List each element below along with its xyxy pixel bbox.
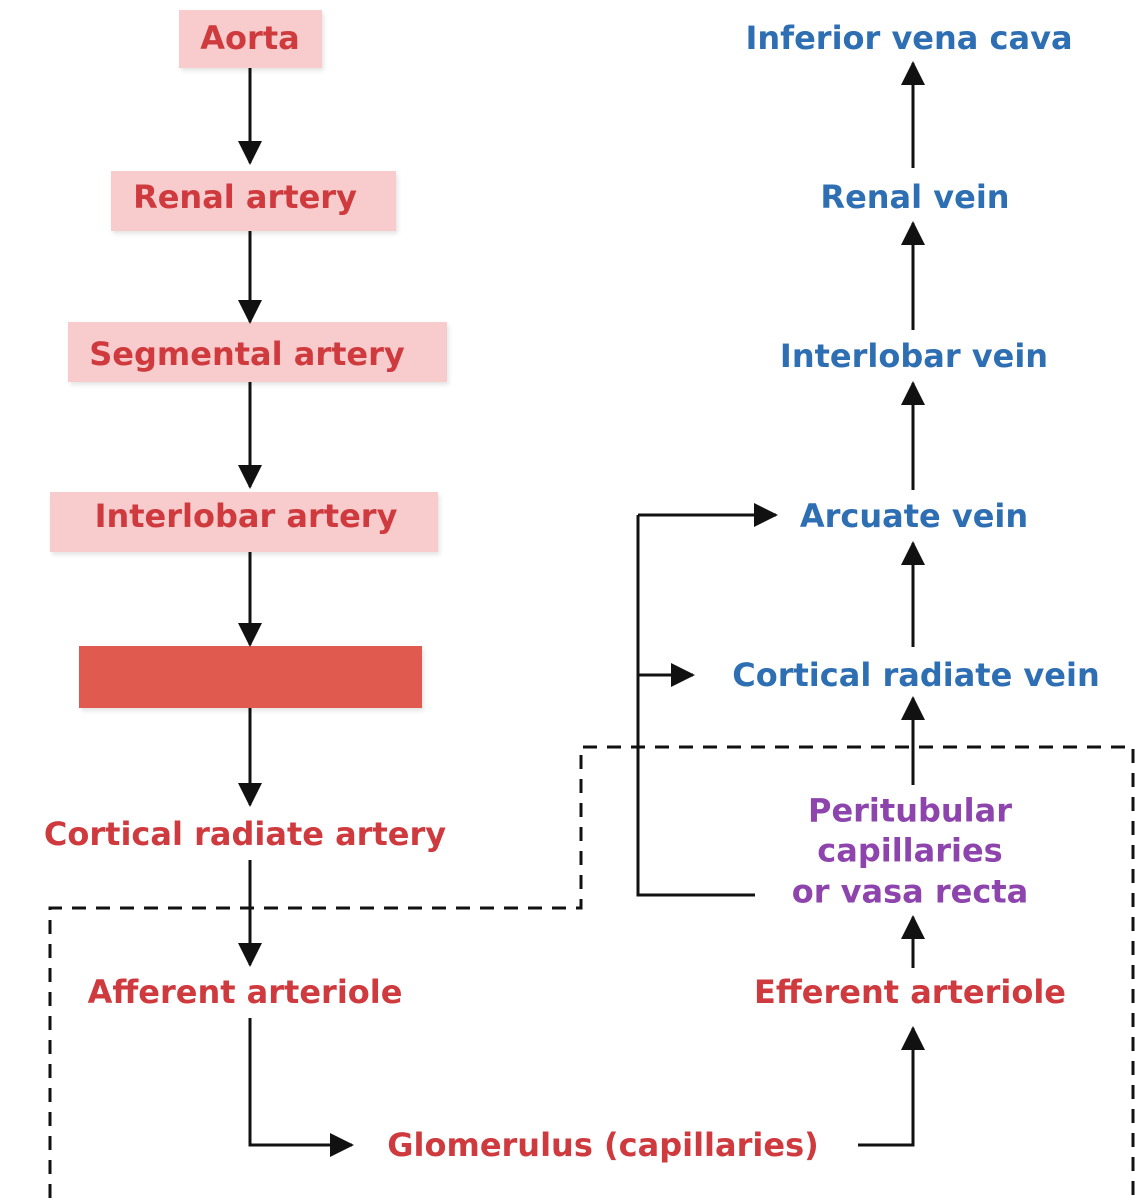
- peritubular-line-2: capillaries: [817, 831, 1003, 870]
- inferior-vena-cava-label: Inferior vena cava: [745, 19, 1073, 57]
- interlobar-artery-box: [50, 492, 438, 552]
- nephron-boundary: [48, 745, 1135, 1198]
- renal-vein-label: Renal vein: [820, 178, 1010, 216]
- segmental-artery-label: Segmental artery: [89, 335, 405, 373]
- branch-line: [636, 515, 755, 897]
- peritubular-line-3: or vasa recta: [791, 872, 1029, 911]
- cortical-radiate-vein-label: Cortical radiate vein: [732, 656, 1100, 694]
- interlobar-vein-label: Interlobar vein: [779, 337, 1049, 375]
- cortical-radiate-artery-label: Cortical radiate artery: [43, 815, 447, 853]
- renal-artery-box: [111, 171, 396, 231]
- arrow-afferent-to-glomerulus: [248, 1018, 354, 1157]
- arcuate-vein-label: Arcuate vein: [799, 497, 1029, 535]
- efferent-arteriole-label: Efferent arteriole: [754, 973, 1066, 1011]
- aorta-label: Aorta: [200, 19, 300, 57]
- arcuate-artery-box: [79, 646, 422, 708]
- segmental-artery-box: [68, 322, 447, 382]
- arrow-glomerulus-to-efferent: [858, 1026, 925, 1147]
- afferent-arteriole-label: Afferent arteriole: [87, 973, 403, 1011]
- interlobar-artery-label: Interlobar artery: [94, 497, 398, 535]
- renal-artery-label: Renal artery: [133, 178, 357, 216]
- aorta-box: [179, 10, 322, 68]
- peritubular-capillaries-label: Peritubular capillaries or vasa recta: [792, 791, 1028, 912]
- peritubular-line-1: Peritubular: [807, 791, 1013, 830]
- glomerulus-label: Glomerulus (capillaries): [387, 1126, 819, 1164]
